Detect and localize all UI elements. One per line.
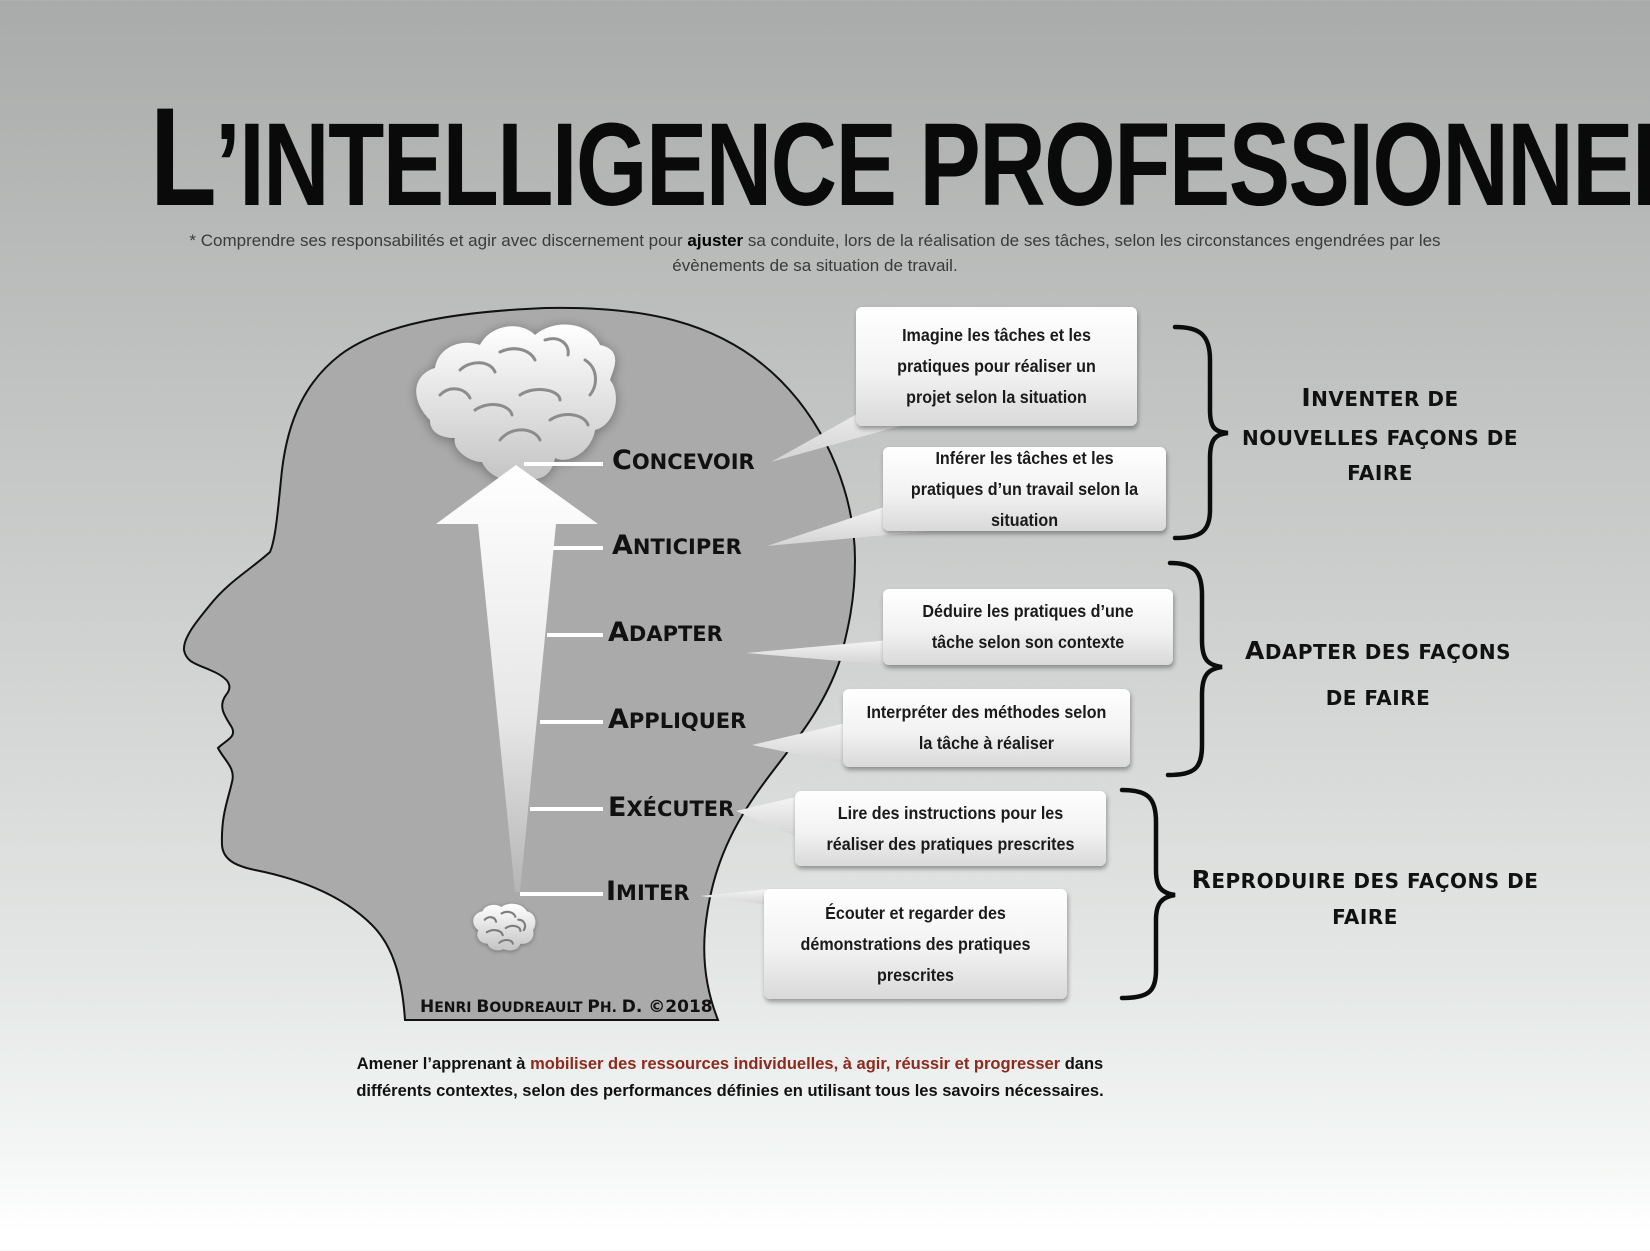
brace-reproduire-icon	[1119, 787, 1176, 1001]
subtitle-text-end: sa conduite, lors de la réalisation de s…	[672, 231, 1441, 275]
small-brain-icon	[473, 903, 536, 951]
group-line3: FAIRE	[1347, 461, 1413, 485]
title-rest: ’INTELLIGENCE PROFESSIONNELLE	[215, 99, 1650, 231]
brace-group	[1119, 324, 1229, 1001]
footer-text-end: dans différents contextes, selon des per…	[356, 1055, 1104, 1100]
bubble-imiter: Écouter et regarder des démonstrations d…	[764, 889, 1067, 999]
subtitle-text-start: * Comprendre ses responsabilités et agir…	[189, 231, 688, 250]
bubble-text: Lire des instructions pour les réaliser …	[826, 802, 1075, 854]
group-line1-text: NVENTER DE	[1311, 387, 1459, 411]
level-initial: I	[606, 876, 617, 907]
subtitle-definition: * Comprendre ses responsabilités et agir…	[150, 228, 1480, 278]
level-rest: MITER	[616, 881, 690, 905]
group-line1: ADAPTER DES FAÇONS	[1228, 628, 1528, 675]
level-initial: A	[608, 704, 629, 735]
credit-part: P	[587, 997, 600, 1017]
bubble-appliquer: Interpréter des méthodes selon la tâche …	[843, 689, 1130, 767]
bubble-text: Déduire les pratiques d’une tâche selon …	[922, 601, 1134, 652]
group-inventer: INVENTER DE NOUVELLES FAÇONS DE FAIRE	[1230, 378, 1530, 493]
page-title: L’INTELLIGENCE PROFESSIONNELLE*	[150, 87, 1650, 231]
credit-part: OUDREAULT	[489, 1000, 588, 1016]
footer-highlight: mobiliser des ressources individuelles, …	[530, 1055, 1061, 1073]
bubble-anticiper: Inférer les tâches et les pratiques d’un…	[883, 447, 1166, 531]
footer-text-start: Amener l’apprenant à	[356, 1055, 531, 1073]
footer-caption: Amener l’apprenant à mobiliser des resso…	[330, 1051, 1130, 1105]
level-adapter: ADAPTER	[608, 617, 723, 648]
title-initial: L	[150, 78, 217, 235]
group-reproduire: REPRODUIRE DES FAÇONS DE FAIRE	[1180, 862, 1550, 935]
level-rest: PPLIQUER	[628, 709, 747, 733]
subtitle-bold-word: ajuster	[687, 231, 744, 250]
bubble-text: Écouter et regarder des démonstrations d…	[800, 902, 1031, 985]
group-line2: FAIRE	[1332, 905, 1398, 929]
credit-part: H	[420, 997, 435, 1017]
credit-part: H.	[599, 1000, 622, 1016]
credit-part: ENRI	[434, 1000, 477, 1016]
bubble-adapter: Déduire les pratiques d’une tâche selon …	[883, 589, 1173, 665]
brace-adapter-icon	[1165, 560, 1223, 778]
level-anticiper: ANTICIPER	[612, 530, 742, 561]
bubble-executer: Lire des instructions pour les réaliser …	[795, 791, 1106, 866]
group-initial: I	[1301, 383, 1312, 412]
bubble-text: Inférer les tâches et les pratiques d’un…	[910, 447, 1139, 530]
bubble-text: Imagine les tâches et les pratiques pour…	[897, 325, 1096, 407]
level-initial: A	[608, 617, 629, 648]
group-initial: R	[1191, 865, 1212, 894]
group-initial: A	[1244, 636, 1265, 665]
level-initial: A	[612, 530, 633, 561]
group-line2: NOUVELLES FAÇONS DE	[1241, 426, 1519, 450]
level-appliquer: APPLIQUER	[608, 704, 746, 735]
level-rest: NTICIPER	[632, 535, 742, 559]
level-initial: E	[608, 792, 627, 823]
group-line1: INVENTER DE	[1230, 378, 1530, 419]
level-ticks	[520, 462, 603, 896]
bubble-text: Interpréter des méthodes selon la tâche …	[866, 702, 1107, 753]
progression-arrow	[436, 465, 598, 892]
group-line1-text: DAPTER DES FAÇONS	[1264, 640, 1512, 664]
credit-part: D. ©2018	[621, 997, 713, 1017]
level-rest: ONCEVOIR	[631, 450, 755, 474]
level-initial: C	[612, 445, 632, 476]
credit-part: B	[476, 997, 490, 1017]
large-brain-icon	[416, 324, 616, 481]
author-credit: HENRI BOUDREAULT PH. D. ©2018	[420, 997, 713, 1017]
level-rest: XÉCUTER	[626, 797, 735, 821]
group-line1: REPRODUIRE DES FAÇONS DE	[1180, 862, 1550, 899]
level-executer: EXÉCUTER	[608, 792, 734, 823]
level-imiter: IMITER	[606, 876, 690, 907]
bubble-concevoir: Imagine les tâches et les pratiques pour…	[856, 307, 1137, 426]
group-line2: DE FAIRE	[1325, 686, 1431, 710]
level-rest: DAPTER	[628, 622, 723, 646]
group-adapter: ADAPTER DES FAÇONS DE FAIRE	[1228, 628, 1528, 721]
group-line1-text: EPRODUIRE DES FAÇONS DE	[1211, 869, 1539, 893]
brace-inventer-icon	[1172, 324, 1229, 541]
level-concevoir: CONCEVOIR	[612, 445, 755, 476]
